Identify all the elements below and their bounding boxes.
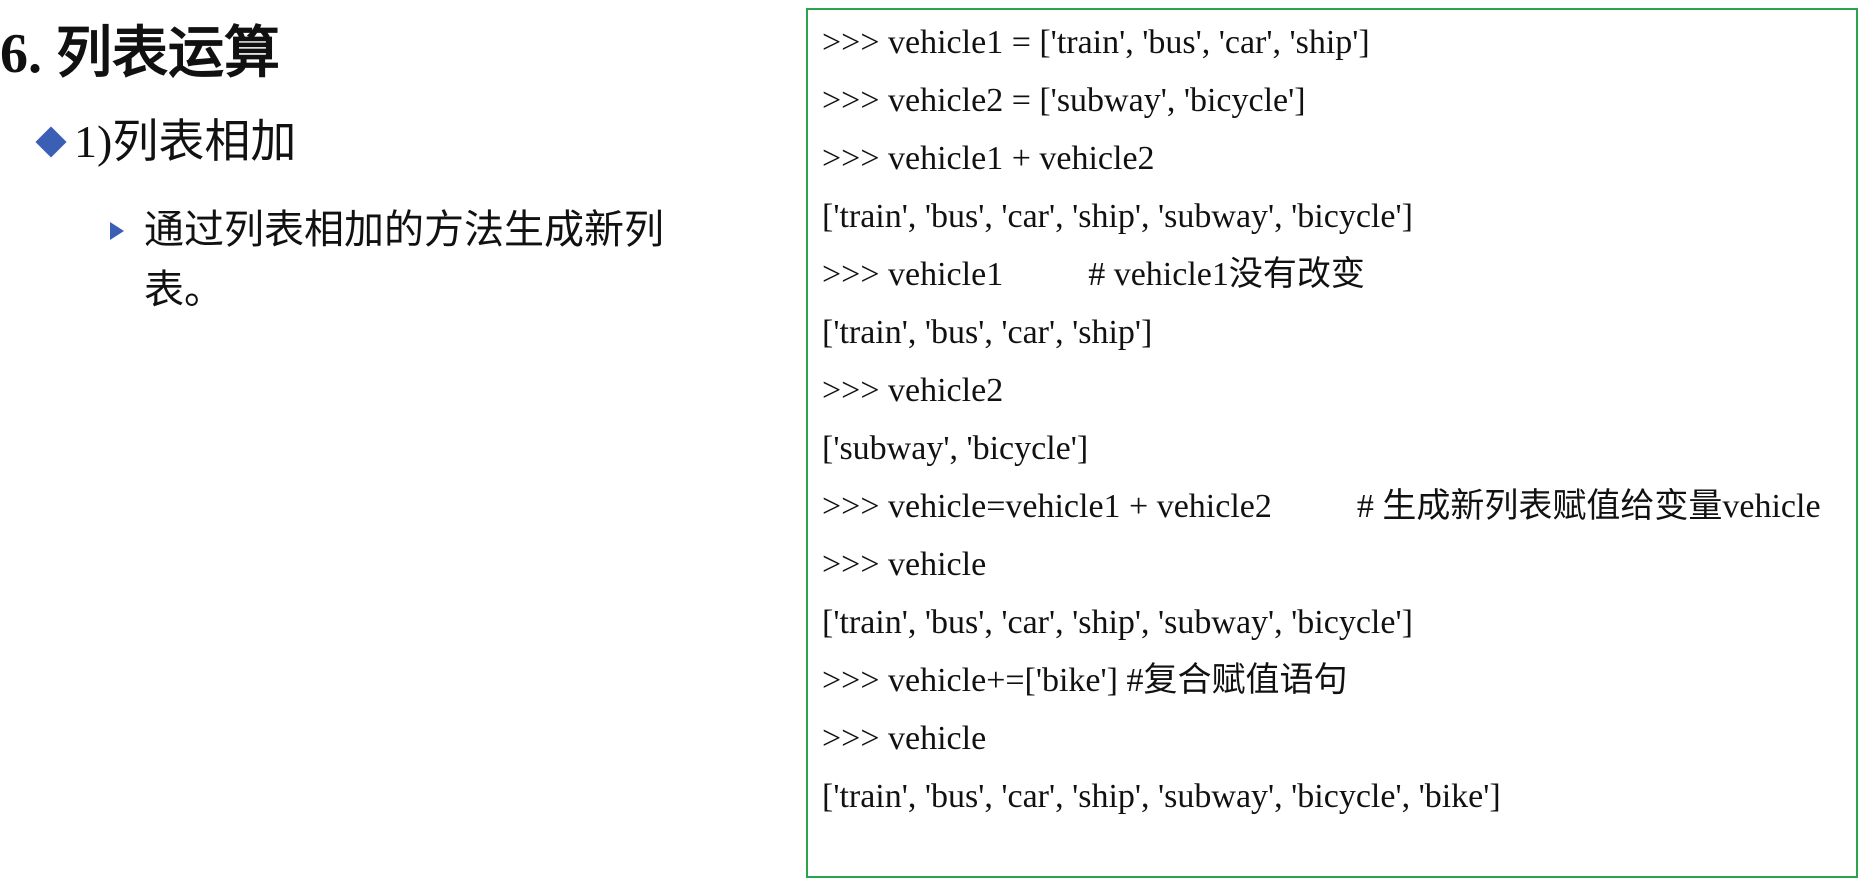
code-example-box: >>> vehicle1 = ['train', 'bus', 'car', '… [806,8,1858,878]
code-line: ['train', 'bus', 'car', 'ship', 'subway'… [822,604,1413,641]
code-line: ['train', 'bus', 'car', 'ship', 'subway'… [822,198,1413,235]
code-line: >>> vehicle1 = ['train', 'bus', 'car', '… [822,24,1370,61]
bullet-level1-text: 1)列表相加 [74,116,297,167]
code-line: >>> vehicle1 + vehicle2 [822,140,1155,177]
slide-title: 6. 列表运算 [0,23,280,85]
code-line: ['train', 'bus', 'car', 'ship'] [822,314,1153,351]
code-line: >>> vehicle2 = ['subway', 'bicycle'] [822,82,1306,119]
bullet-level1: 1)列表相加 [35,112,297,172]
bullet-level2-text: 通过列表相加的方法生成新列表。 [144,207,664,312]
code-line: >>> vehicle1 # vehicle1没有改变 [822,256,1365,293]
code-line: >>> vehicle2 [822,372,1004,409]
code-line: >>> vehicle=vehicle1 + vehicle2 # 生成新列表赋… [822,488,1821,525]
code-line: ['train', 'bus', 'car', 'ship', 'subway'… [822,778,1501,815]
arrow-bullet-icon [110,222,124,240]
diamond-bullet-icon [35,126,67,158]
code-line: >>> vehicle+=['bike'] #复合赋值语句 [822,662,1348,699]
code-line: >>> vehicle [822,546,987,583]
bullet-level2: 通过列表相加的方法生成新列表。 [110,200,730,320]
code-line: ['subway', 'bicycle'] [822,430,1089,467]
code-line: >>> vehicle [822,720,987,757]
